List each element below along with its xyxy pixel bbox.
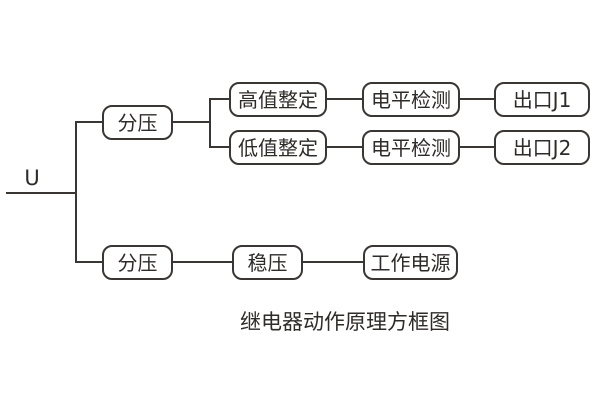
connector-input-line [6, 192, 76, 194]
connector-divider1-to-split [173, 121, 211, 123]
block-level-detection-2: 电平检测 [362, 130, 460, 165]
connector-regulator-to-power [303, 261, 363, 263]
connector-split-to-lowset [209, 146, 229, 148]
block-outlet-j1: 出口J1 [494, 82, 590, 117]
connector-leveldetect2-to-outlet-j2 [460, 146, 494, 148]
connector-divider2-to-regulator [173, 261, 232, 263]
connector-split-to-highset [209, 98, 229, 100]
diagram-caption: 继电器动作原理方框图 [240, 309, 450, 334]
block-voltage-divider-top: 分压 [102, 105, 173, 140]
connector-trunk-vertical [75, 121, 77, 263]
input-voltage-label: U [24, 165, 40, 190]
block-low-value-setting: 低值整定 [229, 130, 327, 165]
block-outlet-j2: 出口J2 [494, 130, 590, 165]
connector-trunk-to-divider2 [76, 261, 102, 263]
connector-split-vertical [209, 98, 211, 148]
block-working-power-supply: 工作电源 [363, 245, 458, 280]
block-level-detection-1: 电平检测 [362, 82, 460, 117]
connector-trunk-to-divider1 [76, 121, 102, 123]
connector-highset-to-leveldetect1 [327, 98, 362, 100]
connector-lowset-to-leveldetect2 [327, 146, 362, 148]
block-voltage-regulator: 稳压 [232, 245, 303, 280]
block-high-value-setting: 高值整定 [229, 82, 327, 117]
block-voltage-divider-bottom: 分压 [102, 245, 173, 280]
connector-leveldetect1-to-outlet-j1 [460, 98, 494, 100]
